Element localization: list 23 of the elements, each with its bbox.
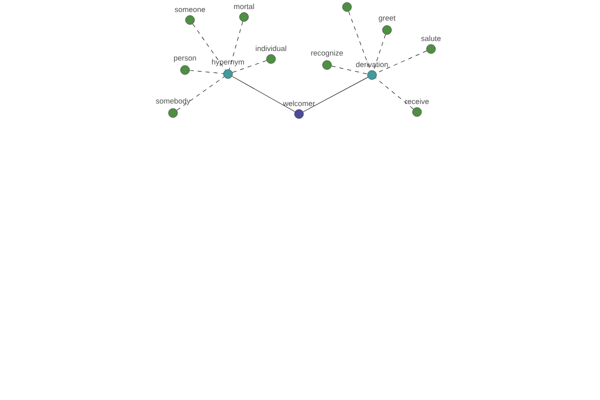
- graph-node: [168, 108, 178, 118]
- connector-line: [375, 78, 414, 110]
- connector-line: [176, 76, 224, 111]
- connector-line: [232, 60, 267, 73]
- graph-node: [382, 25, 392, 35]
- connector-line: [192, 24, 226, 70]
- connector-line: [302, 76, 368, 112]
- graph-node: [342, 2, 352, 12]
- graph-node: [223, 69, 233, 79]
- graph-node: [367, 70, 377, 80]
- graph-node: [426, 44, 436, 54]
- connector-line: [189, 70, 224, 74]
- graph-node: [266, 54, 276, 64]
- graph-node: [239, 12, 249, 22]
- connector-line: [232, 76, 296, 112]
- connector-line: [373, 34, 386, 71]
- graph-node: [322, 60, 332, 70]
- graph-node: [180, 65, 190, 75]
- graph-node: [185, 15, 195, 25]
- connector-line: [229, 21, 243, 70]
- connector-line: [331, 66, 368, 74]
- graph-node: [412, 107, 422, 117]
- graph-node: [294, 109, 304, 119]
